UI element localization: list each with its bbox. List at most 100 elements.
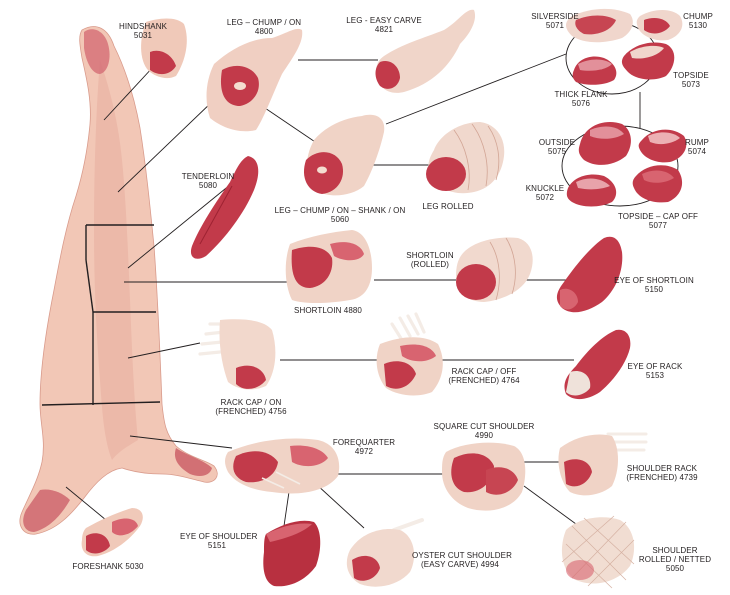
carcass (19, 26, 218, 535)
shoulder-rolled-line1: SHOULDER (652, 546, 698, 555)
carcass-shade (94, 60, 138, 460)
eye-of-shoulder-name: EYE OF SHOULDER (180, 532, 258, 541)
leg-easy-carve-name: LEG - EASY CARVE (346, 16, 422, 25)
silverside-name: SILVERSIDE (531, 12, 579, 21)
label-rump: RUMP 5074 (680, 138, 714, 156)
topside-code: 5073 (681, 80, 701, 89)
label-hindshank: HINDSHANK 5031 (113, 22, 173, 40)
label-shoulder-rolled-netted: SHOULDER ROLLED / NETTED 5050 (638, 546, 712, 573)
label-leg-easy-carve: LEG - EASY CARVE 4821 (342, 16, 426, 34)
label-rack-cap-off: RACK CAP / OFF (FRENCHED) 4764 (446, 367, 522, 385)
leg-easy-carve-code: 4821 (374, 25, 394, 34)
carcass-neck-meat (174, 448, 212, 476)
label-oyster-cut-shoulder: OYSTER CUT SHOULDER (EASY CARVE) 4994 (412, 551, 512, 569)
eye-of-shoulder-code: 5151 (207, 541, 227, 550)
rump-name: RUMP (685, 138, 709, 147)
leg-chump-on-piece (206, 28, 303, 132)
tenderloin-piece (190, 156, 259, 259)
chump-piece (636, 10, 683, 41)
thick-flank-name: THICK FLANK (554, 90, 608, 99)
label-chump: CHUMP 5130 (678, 12, 718, 30)
thick-flank-piece (572, 56, 617, 85)
shoulder-rack-line2: (FRENCHED) 4739 (626, 473, 698, 482)
eye-of-shortloin-code: 5150 (644, 285, 664, 294)
eye-of-shortloin-name: EYE OF SHORTLOIN (614, 276, 694, 285)
label-foreshank: FORESHANK 5030 (68, 562, 148, 571)
shortloin-rolled-line2: (ROLLED) (410, 260, 450, 269)
carcass-hind-meat (84, 29, 110, 74)
forequarter-code: 4972 (354, 447, 374, 456)
hindshank-piece (141, 18, 187, 79)
forequarter-piece (225, 438, 340, 494)
connector-lines (65, 21, 679, 529)
rump-piece (638, 129, 687, 163)
square-cut-shoulder-name: SQUARE CUT SHOULDER (433, 422, 535, 431)
leg-rolled-piece (426, 122, 505, 194)
rump-code: 5074 (687, 147, 707, 156)
silverside-piece (566, 8, 633, 43)
rack-cap-on-line2: (FRENCHED) 4756 (215, 407, 287, 416)
leg-chump-on-name: LEG – CHUMP / ON (226, 18, 302, 27)
leg-chump-shank-on-piece (303, 114, 385, 196)
knuckle-code: 5072 (535, 193, 555, 202)
square-cut-shoulder-piece (442, 442, 526, 511)
leg-chump-shank-on-name: LEG – CHUMP / ON – SHANK / ON (274, 206, 406, 215)
label-eye-of-rack: EYE OF RACK 5153 (624, 362, 686, 380)
label-shortloin-rolled: SHORTLOIN (ROLLED) (402, 251, 458, 269)
leg-easy-carve-piece (375, 9, 476, 93)
eye-of-rack-piece (564, 329, 631, 400)
oyster-cut-shoulder-line1: OYSTER CUT SHOULDER (412, 551, 512, 560)
silverside-code: 5071 (545, 21, 565, 30)
eye-of-rack-code: 5153 (645, 371, 665, 380)
eye-of-shoulder-piece (263, 520, 321, 587)
oyster-cut-shoulder-piece (346, 518, 424, 587)
label-forequarter: FOREQUARTER 4972 (328, 438, 400, 456)
foreshank-piece (81, 508, 143, 557)
foreshank-name: FORESHANK 5030 (72, 562, 144, 571)
eye-of-shortloin-piece (556, 236, 623, 313)
label-silverside: SILVERSIDE 5071 (524, 12, 586, 30)
label-eye-of-shoulder: EYE OF SHOULDER 5151 (180, 532, 258, 550)
label-knuckle: KNUCKLE 5072 (522, 184, 568, 202)
eye-of-rack-name: EYE OF RACK (627, 362, 683, 371)
label-eye-of-shortloin: EYE OF SHORTLOIN 5150 (612, 276, 696, 294)
label-shortloin: SHORTLOIN 4880 (290, 306, 366, 315)
thick-flank-code: 5076 (571, 99, 591, 108)
shortloin-name: SHORTLOIN 4880 (294, 306, 362, 315)
shortloin-rolled-line1: SHORTLOIN (406, 251, 454, 260)
carcass-fore-meat (23, 489, 70, 532)
leg-rolled-name: LEG ROLLED (422, 202, 474, 211)
outside-code: 5075 (547, 147, 567, 156)
topside-name: TOPSIDE (673, 71, 709, 80)
shoulder-rolled-line2: ROLLED / NETTED (638, 555, 712, 564)
rack-cap-on-line1: RACK CAP / ON (220, 398, 282, 407)
label-tenderloin: TENDERLOIN 5080 (178, 172, 238, 190)
tenderloin-code: 5080 (198, 181, 218, 190)
hindshank-code: 5031 (133, 31, 153, 40)
rack-cap-on-piece (198, 319, 276, 390)
rack-cap-off-piece (376, 312, 443, 396)
label-topside: TOPSIDE 5073 (668, 71, 714, 89)
forequarter-name: FOREQUARTER (332, 438, 396, 447)
rack-cap-off-line1: RACK CAP / OFF (451, 367, 517, 376)
label-topside-cap-off: TOPSIDE – CAP OFF 5077 (614, 212, 702, 230)
leg-chump-on-code: 4800 (254, 27, 274, 36)
topside-piece (621, 42, 675, 80)
shoulder-rolled-code: 5050 (665, 564, 685, 573)
shoulder-rack-piece (558, 432, 648, 496)
oyster-cut-shoulder-line2: (EASY CARVE) 4994 (421, 560, 499, 569)
label-leg-rolled: LEG ROLLED (420, 202, 476, 211)
label-outside: OUTSIDE 5075 (534, 138, 580, 156)
shoulder-rack-line1: SHOULDER RACK (626, 464, 698, 473)
topside-cap-off-piece (632, 165, 683, 203)
topside-cap-off-code: 5077 (648, 221, 668, 230)
shortloin-rolled-piece (456, 237, 533, 302)
shortloin-piece (285, 230, 372, 303)
label-thick-flank: THICK FLANK 5076 (546, 90, 616, 108)
knuckle-piece (566, 174, 617, 207)
label-rack-cap-on: RACK CAP / ON (FRENCHED) 4756 (214, 398, 288, 416)
knuckle-name: KNUCKLE (525, 184, 565, 193)
carcass-section-lines (41, 224, 161, 406)
